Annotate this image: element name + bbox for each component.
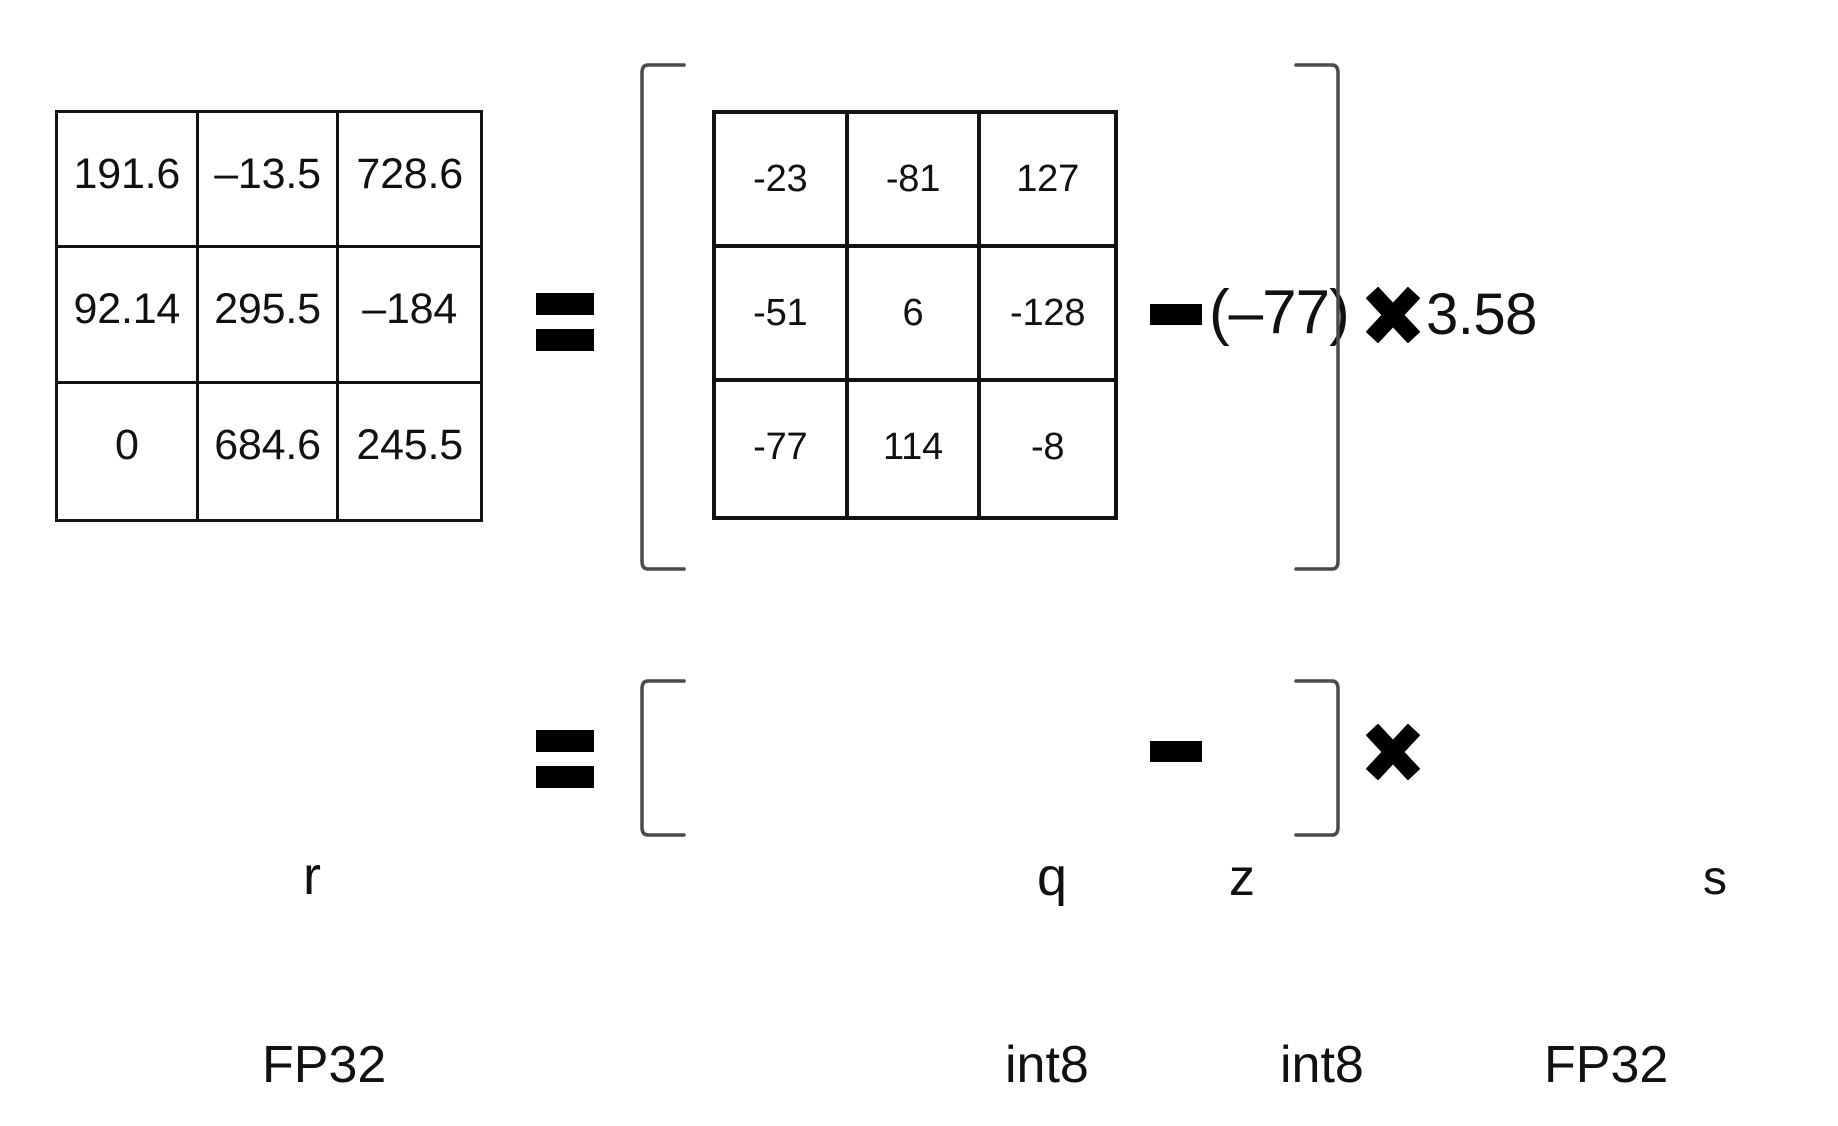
equals-bar-upper [536,730,594,752]
matrix-cell: 728.6 [339,113,480,249]
matrix-cell-value: 295.5 [214,285,321,334]
matrix-cell: -81 [848,114,982,248]
matrix-cell-value: –13.5 [214,150,321,198]
zero-point-value: (–77) [1209,278,1350,347]
matrix-cell-value: 6 [902,292,924,334]
real-value-matrix: 191.6 –13.5 728.6 92.14 295.5 –184 0 684… [55,110,483,522]
symbol-z: z [1229,849,1255,907]
matrix-cell: 191.6 [58,113,199,249]
bracket-close-icon [1290,62,1350,572]
matrix-cell-value: -128 [1010,292,1086,334]
matrix-cell: –184 [339,248,480,384]
matrix-cell: -8 [981,382,1114,516]
matrix-cell-value: –184 [362,285,458,334]
matrix-cell-value: 114 [883,426,943,468]
matrix-cell-value: -51 [753,292,808,334]
matrix-cell: -128 [981,248,1114,382]
multiply-sign-symbolic [1365,723,1421,781]
bracket-close-symbolic-icon [1290,678,1350,838]
matrix-cell-value: -77 [753,426,808,468]
matrix-cell-value: 684.6 [214,420,321,469]
scale-value: 3.58 [1426,282,1537,347]
matrix-cell-value: -8 [1030,426,1065,468]
multiply-sign [1365,286,1421,344]
symbol-s: s [1703,852,1727,905]
matrix-cell: -51 [716,248,849,382]
dtype-label-z: int8 [1280,1036,1364,1094]
symbol-q: q [1037,847,1068,907]
matrix-cell: 6 [848,248,982,382]
equals-bar-lower [536,766,594,788]
matrix-cell: 245.5 [339,384,480,519]
matrix-cell: -77 [716,382,849,516]
equals-bar-lower [536,329,594,351]
dtype-label-s: FP32 [1544,1036,1669,1094]
matrix-cell: 127 [981,114,1114,248]
matrix-cell: 0 [58,383,199,519]
matrix-cell: 114 [849,382,982,516]
matrix-cell-value: -81 [885,158,941,200]
matrix-cell-value: 728.6 [356,150,463,198]
matrix-cell-value: 92.14 [73,285,181,334]
minus-sign [1150,304,1202,325]
bracket-open-symbolic-icon [630,678,690,838]
bracket-open-icon [630,62,690,572]
equals-sign-symbolic [536,730,594,788]
matrix-cell: -23 [716,114,849,248]
equals-bar-upper [536,293,594,315]
matrix-cell: –13.5 [198,113,340,249]
quantized-matrix: -23 -81 127 -51 6 -128 -77 114 -8 [712,110,1118,520]
matrix-cell: 684.6 [199,383,340,519]
matrix-cell-value: 191.6 [73,150,181,198]
equals-sign [536,293,594,351]
matrix-cell-value: -23 [753,158,808,200]
matrix-cell-value: 127 [1016,158,1080,200]
symbol-r: r [303,846,321,906]
minus-sign-symbolic [1150,741,1202,762]
dtype-label-q: int8 [1005,1036,1089,1094]
matrix-cell: 295.5 [198,248,340,384]
matrix-cell: 92.14 [58,248,199,384]
matrix-cell-value: 245.5 [356,420,463,469]
dtype-label-r: FP32 [262,1036,387,1094]
matrix-cell-value: 0 [114,420,139,469]
